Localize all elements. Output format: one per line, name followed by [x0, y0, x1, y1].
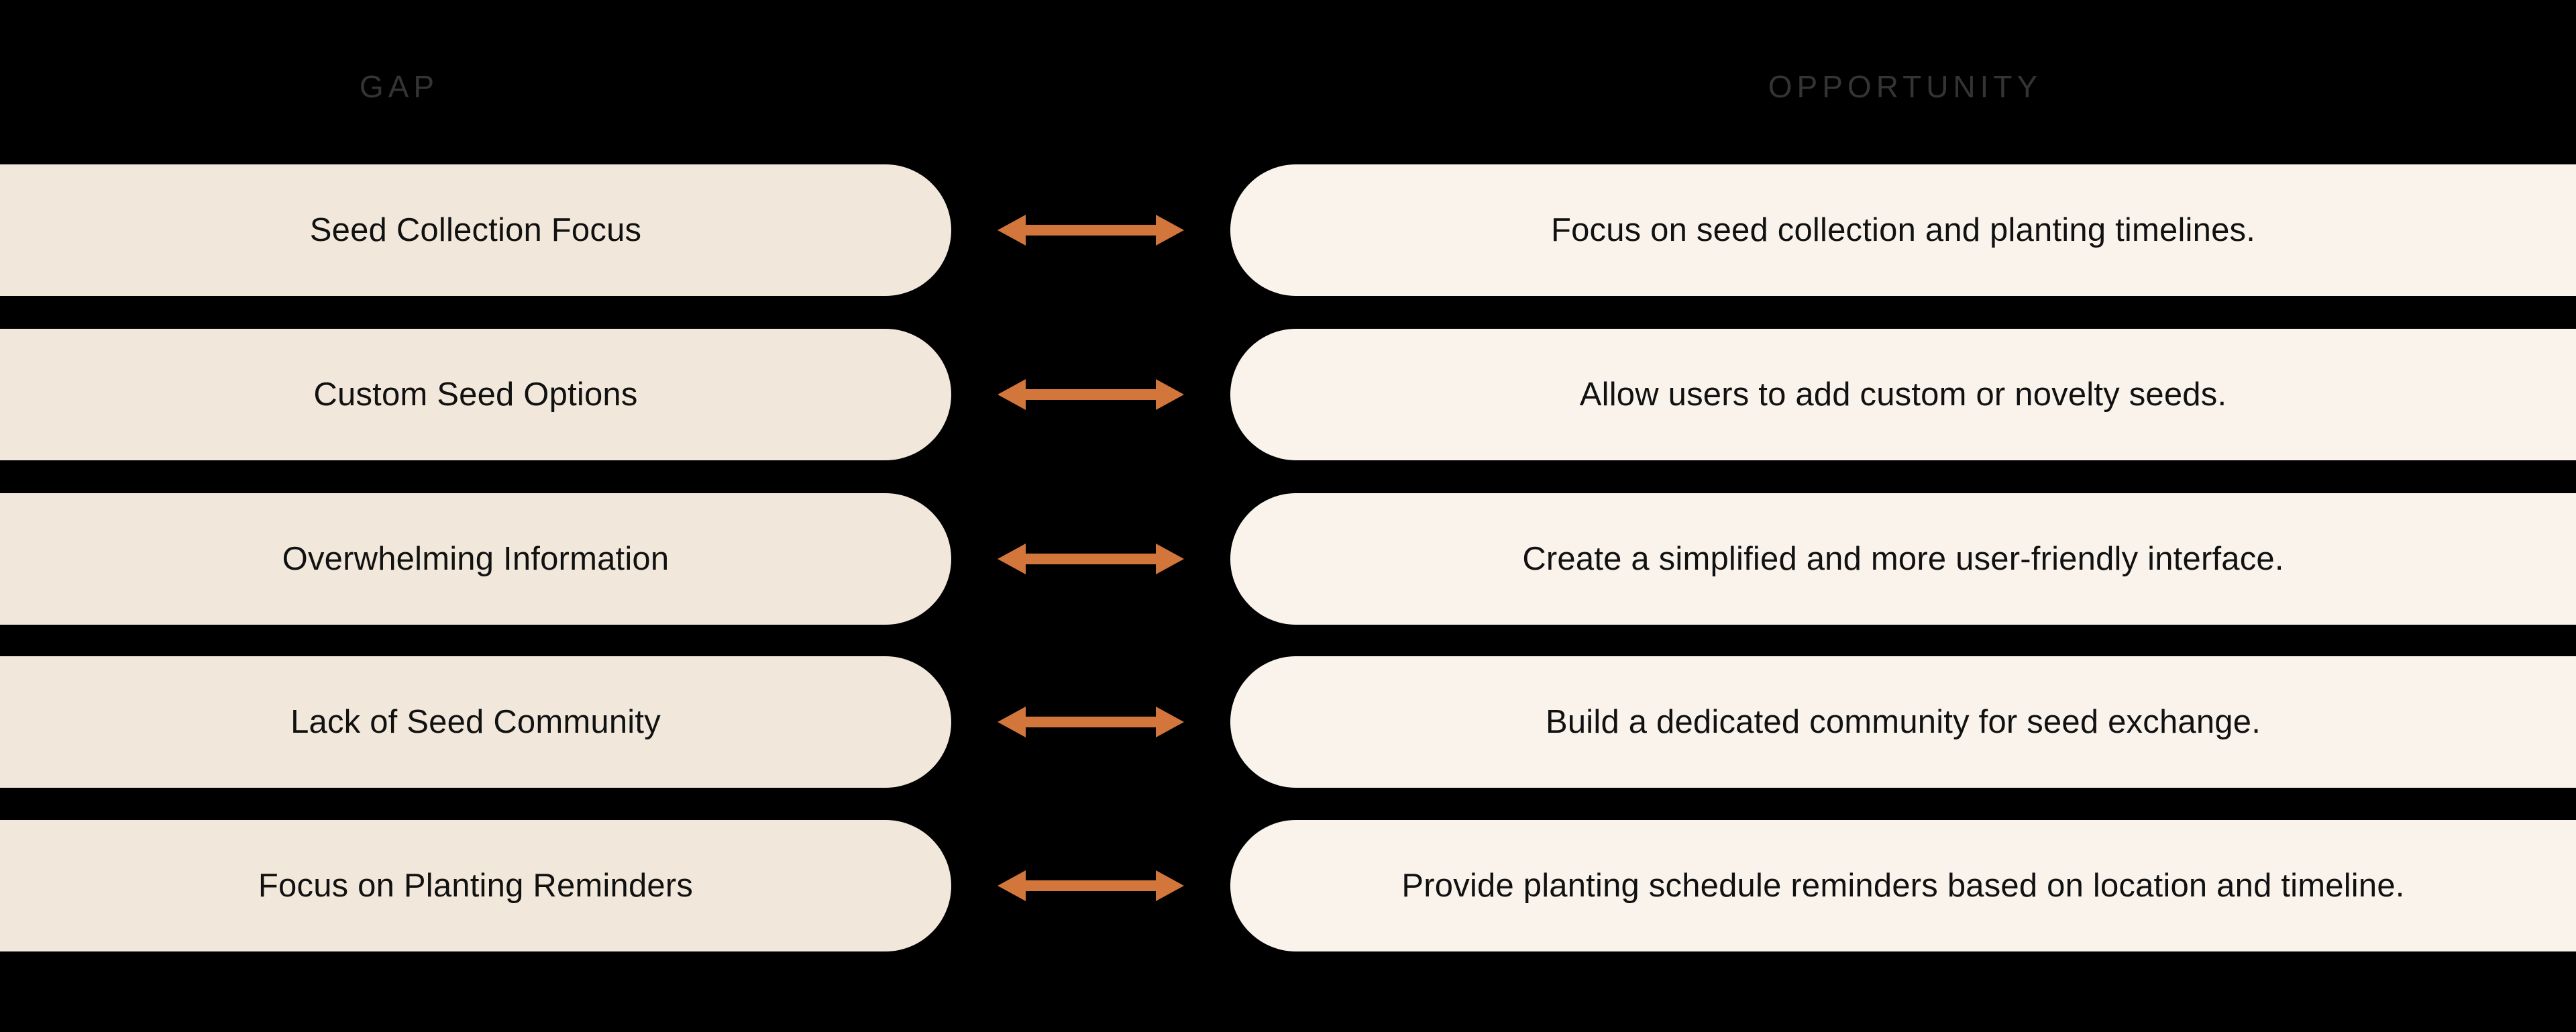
column-header-gap: GAP [359, 69, 439, 104]
opportunity-pill[interactable]: Build a dedicated community for seed exc… [1230, 656, 2576, 788]
double-headed-arrow-icon [951, 820, 1230, 951]
double-headed-arrow-icon [951, 493, 1230, 625]
double-headed-arrow-icon [951, 656, 1230, 788]
table-row: Focus on Planting Reminders Provide plan… [0, 820, 2576, 951]
gap-pill[interactable]: Seed Collection Focus [0, 164, 951, 296]
gap-label: Lack of Seed Community [290, 703, 661, 740]
opportunity-pill[interactable]: Allow users to add custom or novelty see… [1230, 329, 2576, 460]
gap-pill[interactable]: Overwhelming Information [0, 493, 951, 625]
opportunity-pill[interactable]: Focus on seed collection and planting ti… [1230, 164, 2576, 296]
column-header-opportunity: OPPORTUNITY [1768, 69, 2043, 104]
double-headed-arrow-icon [951, 329, 1230, 460]
gap-label: Custom Seed Options [313, 376, 638, 413]
opportunity-pill[interactable]: Provide planting schedule reminders base… [1230, 820, 2576, 951]
opportunity-label: Provide planting schedule reminders base… [1401, 867, 2405, 904]
table-row: Custom Seed Options Allow users to add c… [0, 329, 2576, 460]
table-row: Overwhelming Information Create a simpli… [0, 493, 2576, 625]
opportunity-label: Focus on seed collection and planting ti… [1550, 211, 2256, 248]
gap-pill[interactable]: Custom Seed Options [0, 329, 951, 460]
gap-label: Overwhelming Information [282, 540, 669, 577]
gap-label: Focus on Planting Reminders [258, 867, 694, 904]
gap-pill[interactable]: Focus on Planting Reminders [0, 820, 951, 951]
opportunity-label: Build a dedicated community for seed exc… [1545, 703, 2261, 740]
opportunity-label: Create a simplified and more user-friend… [1522, 540, 2284, 577]
table-row: Lack of Seed Community Build a dedicated… [0, 656, 2576, 788]
gap-pill[interactable]: Lack of Seed Community [0, 656, 951, 788]
opportunity-label: Allow users to add custom or novelty see… [1579, 376, 2227, 413]
double-headed-arrow-icon [951, 164, 1230, 296]
table-row: Seed Collection Focus Focus on seed coll… [0, 164, 2576, 296]
opportunity-pill[interactable]: Create a simplified and more user-friend… [1230, 493, 2576, 625]
gap-label: Seed Collection Focus [309, 211, 642, 248]
